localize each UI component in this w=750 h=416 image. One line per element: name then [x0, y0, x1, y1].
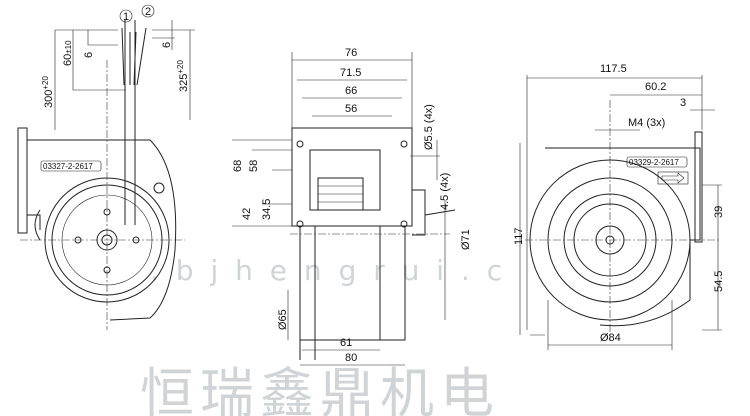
- dim-hole-4-5: 4.5 (4x): [439, 173, 451, 210]
- left-view: 1 2 300+20 60±10 6 6 325+20 03327-2-2617: [17, 4, 195, 330]
- dim-width-56: 56: [345, 103, 357, 115]
- dim-width-80: 80: [345, 352, 357, 364]
- dim-strip-6a: 6: [83, 52, 95, 58]
- dim-thread-m4: M4 (3x): [628, 117, 665, 129]
- middle-view: 76 71.5 66 56 68 58 42 34.5 Ø5.5 (4x) 4.…: [232, 47, 472, 366]
- right-view: 117.5 60.2 3 M4 (3x) 117 39 54.5 Ø84 033…: [513, 63, 725, 350]
- callout-1: 1: [123, 11, 129, 23]
- dim-height-54-5: 54.5: [713, 271, 725, 292]
- dim-width-3: 3: [680, 97, 686, 109]
- dim-width-60-2: 60.2: [645, 81, 666, 93]
- watermark-url: . b j h e n g r u i . c: [150, 254, 506, 287]
- dim-width-71-5: 71.5: [340, 67, 361, 79]
- dim-height-39: 39: [713, 206, 725, 218]
- dim-width-76: 76: [345, 47, 357, 59]
- dim-strip-60: 60±10: [62, 40, 74, 66]
- dim-wire-300: 300+20: [41, 76, 55, 108]
- dim-wire-325: 325+20: [176, 60, 190, 92]
- dim-width-117-5: 117.5: [600, 63, 627, 75]
- dim-height-42: 42: [241, 208, 253, 220]
- dim-width-66: 66: [345, 85, 357, 97]
- callout-2: 2: [145, 6, 151, 18]
- dim-height-117: 117: [513, 227, 525, 245]
- dim-height-68: 68: [232, 160, 244, 172]
- label-plate-left: 03327-2-2617: [43, 162, 93, 171]
- dim-diameter-71: Ø71: [460, 229, 472, 250]
- watermark-chinese: 恒瑞鑫鼎机电: [140, 362, 500, 416]
- label-plate-right: 03329-2-2617: [629, 158, 679, 167]
- dim-height-34-5: 34.5: [261, 199, 273, 220]
- dim-height-58: 58: [248, 160, 260, 172]
- arrow-right-icon: [657, 171, 689, 185]
- dim-hole-5-5: Ø5.5 (4x): [423, 104, 435, 150]
- dim-strip-6b: 6: [161, 42, 173, 48]
- dim-width-61: 61: [340, 337, 352, 349]
- dim-diameter-65: Ø65: [277, 309, 289, 330]
- dim-diameter-84: Ø84: [600, 332, 621, 344]
